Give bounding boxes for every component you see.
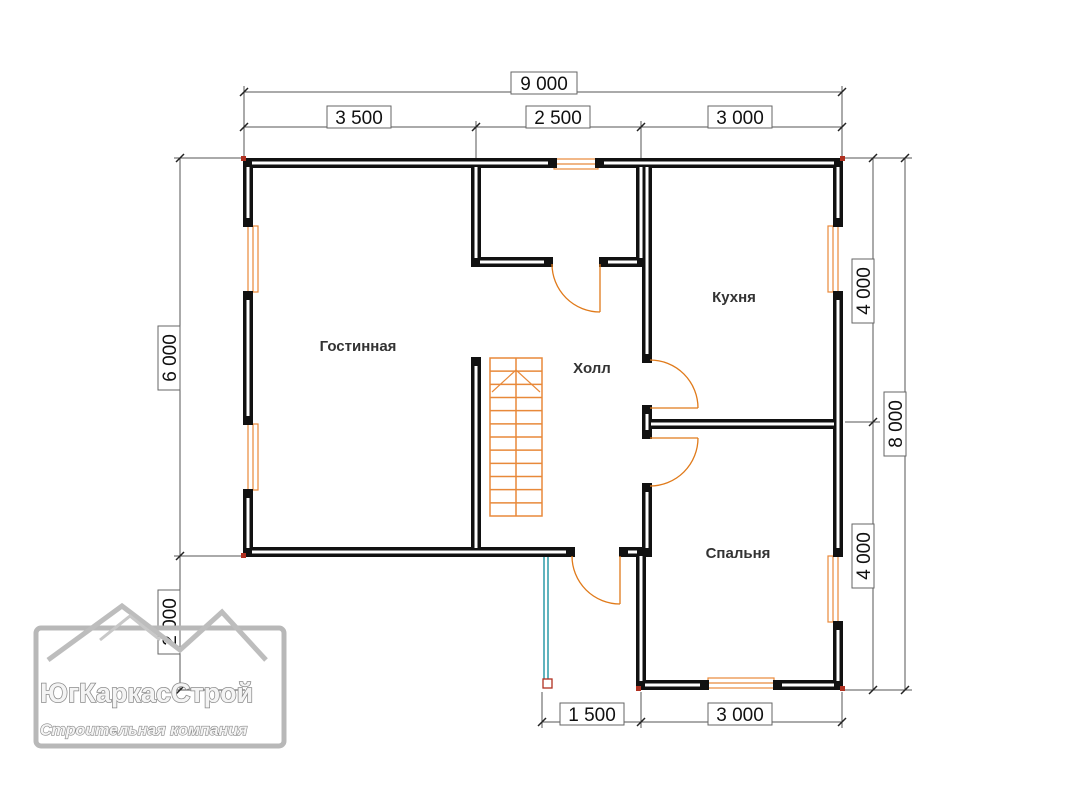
dim-top-seg2: 2 500 xyxy=(525,105,591,129)
dim-left-main: 6 000 xyxy=(157,325,181,391)
dim-right-lower-label: 4 000 xyxy=(854,532,875,580)
dim-right-upper: 4 000 xyxy=(851,258,875,324)
logo-subtitle: Строительная компания xyxy=(40,722,248,739)
dim-bottom-seg1-label: 1 500 xyxy=(568,705,616,726)
logo-title: ЮгКаркасСтрой xyxy=(40,678,253,708)
dim-top-seg1: 3 500 xyxy=(326,105,392,129)
room-label-kitchen: Кухня xyxy=(712,289,756,306)
room-label-living: Гостинная xyxy=(320,338,397,355)
dim-left-porch-label: 2 000 xyxy=(160,598,181,646)
corner-posts xyxy=(241,156,845,691)
dim-right-upper-label: 4 000 xyxy=(854,267,875,315)
dim-top-seg3: 3 000 xyxy=(707,105,773,129)
wall-cores xyxy=(246,161,840,687)
dimension-ticks xyxy=(175,87,910,727)
dim-top-seg1-label: 3 500 xyxy=(335,108,383,129)
closet-door xyxy=(551,263,601,313)
dim-left-main-label: 6 000 xyxy=(160,334,181,382)
porch-railing xyxy=(542,557,553,689)
dim-right-total: 8 000 xyxy=(883,391,907,457)
entrance-door xyxy=(571,555,621,605)
dim-bottom-seg1: 1 500 xyxy=(559,702,625,726)
roof-icon xyxy=(46,602,268,663)
kitchen-door xyxy=(649,359,699,409)
room-label-bedroom: Спальня xyxy=(706,545,771,562)
doors xyxy=(551,263,699,605)
bedroom-door xyxy=(649,437,699,487)
dim-top-seg2-label: 2 500 xyxy=(534,108,582,129)
dim-bottom-seg2: 3 000 xyxy=(707,702,773,726)
dim-top-total: 9 000 xyxy=(510,71,578,95)
dim-right-total-label: 8 000 xyxy=(886,400,907,448)
staircase xyxy=(489,357,543,517)
dim-top-seg3-label: 3 000 xyxy=(716,108,764,129)
dim-right-lower: 4 000 xyxy=(851,523,875,589)
dim-top-total-label: 9 000 xyxy=(520,74,568,95)
company-logo: ЮгКаркасСтрой Строительная компания xyxy=(33,602,287,749)
room-label-hall: Холл xyxy=(573,360,611,377)
dim-bottom-seg2-label: 3 000 xyxy=(716,705,764,726)
